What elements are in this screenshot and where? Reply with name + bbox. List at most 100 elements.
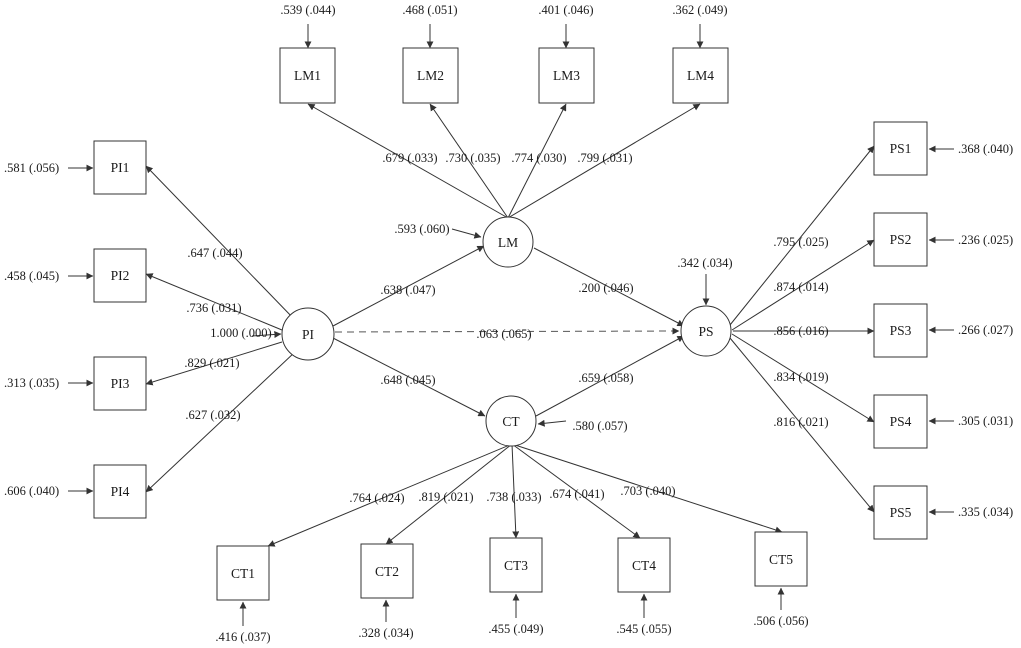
error-label-ct1: .416 (.037) bbox=[215, 630, 270, 644]
indicator-pi2-label: PI2 bbox=[111, 268, 130, 283]
path-pi-ct bbox=[332, 337, 486, 417]
indicator-ct1-label: CT1 bbox=[231, 566, 255, 581]
error-label-ct3: .455 (.049) bbox=[488, 622, 543, 636]
edge-ps-ps1 bbox=[729, 145, 875, 326]
edge-pi-pi2 bbox=[145, 273, 283, 331]
error-label-ps5: .335 (.034) bbox=[958, 505, 1013, 519]
indicator-lm1: LM1 bbox=[279, 47, 336, 104]
indicator-lm4-label: LM4 bbox=[687, 68, 714, 83]
indicator-lm2-label: LM2 bbox=[417, 68, 444, 83]
indicator-ct5-label: CT5 bbox=[769, 552, 793, 567]
disturbance-label-ct: .580 (.057) bbox=[572, 419, 627, 433]
loading-label-lm4: .799 (.031) bbox=[577, 151, 632, 165]
error-label-ps3: .266 (.027) bbox=[958, 323, 1013, 337]
path-pi-ps bbox=[334, 327, 680, 335]
error-label-ps1: .368 (.040) bbox=[958, 142, 1013, 156]
loading-label-lm3: .774 (.030) bbox=[511, 151, 566, 165]
error-labels: .539 (.044) .468 (.051) .401 (.046) .362… bbox=[4, 3, 1013, 644]
indicator-lm1-label: LM1 bbox=[294, 68, 321, 83]
latent-ct-label: CT bbox=[502, 414, 520, 429]
indicator-ps3: PS3 bbox=[873, 303, 928, 358]
edge-pi-pi3 bbox=[145, 341, 283, 386]
indicator-ct5: CT5 bbox=[754, 531, 808, 587]
path-lm-ps bbox=[533, 247, 685, 327]
loading-label-ct5: .703 (.040) bbox=[620, 484, 675, 498]
loading-label-pi4: .627 (.032) bbox=[185, 408, 240, 422]
indicator-ct1: CT1 bbox=[216, 545, 270, 601]
latent-ps: PS bbox=[680, 305, 732, 357]
indicator-ps3-label: PS3 bbox=[890, 323, 912, 338]
latent-nodes: PI LM PS CT bbox=[281, 216, 732, 447]
indicator-pi2: PI2 bbox=[93, 248, 147, 303]
edge-ps-ps4 bbox=[731, 333, 875, 423]
error-arrows bbox=[68, 24, 954, 626]
indicator-ps5-label: PS5 bbox=[890, 505, 912, 520]
indicator-lm2: LM2 bbox=[402, 47, 459, 104]
structural-edges bbox=[332, 245, 685, 417]
indicator-ps2: PS2 bbox=[873, 212, 928, 267]
error-label-pi3: .313 (.035) bbox=[4, 376, 59, 390]
latent-ps-label: PS bbox=[698, 324, 713, 339]
indicator-ps5: PS5 bbox=[873, 485, 928, 540]
error-label-ct5: .506 (.056) bbox=[753, 614, 808, 628]
disturbance-label-pi: 1.000 (.000) bbox=[210, 326, 271, 340]
loading-label-ps2: .874 (.014) bbox=[773, 280, 828, 294]
loading-label-pi2: .736 (.031) bbox=[186, 301, 241, 315]
disturbance-labels: 1.000 (.000) .593 (.060) .342 (.034) .58… bbox=[210, 222, 732, 433]
indicator-ps4: PS4 bbox=[873, 394, 928, 449]
error-label-ct2: .328 (.034) bbox=[358, 626, 413, 640]
error-label-pi4: .606 (.040) bbox=[4, 484, 59, 498]
latent-ct: CT bbox=[485, 395, 537, 447]
indicator-pi1-label: PI1 bbox=[111, 160, 130, 175]
indicator-pi3-label: PI3 bbox=[111, 376, 130, 391]
loading-label-ct4: .674 (.041) bbox=[549, 487, 604, 501]
error-label-pi2: .458 (.045) bbox=[4, 269, 59, 283]
loading-label-lm1: .679 (.033) bbox=[382, 151, 437, 165]
edge-ps-ps2 bbox=[731, 239, 875, 331]
loading-edges bbox=[145, 103, 875, 547]
indicator-lm3-label: LM3 bbox=[553, 68, 580, 83]
indicator-ps2-label: PS2 bbox=[890, 232, 912, 247]
disturbance-arrow-pi bbox=[251, 330, 282, 338]
error-label-ps2: .236 (.025) bbox=[958, 233, 1013, 247]
path-label-lm-ps: .200 (.046) bbox=[578, 281, 633, 295]
indicator-ps1-label: PS1 bbox=[890, 141, 912, 156]
error-label-pi1: .581 (.056) bbox=[4, 161, 59, 175]
error-label-lm2: .468 (.051) bbox=[402, 3, 457, 17]
edge-ct-ct5 bbox=[511, 443, 783, 534]
disturbance-label-lm: .593 (.060) bbox=[394, 222, 449, 236]
indicator-ct4-label: CT4 bbox=[632, 558, 656, 573]
path-ct-ps bbox=[535, 335, 685, 417]
edge-lm-lm4 bbox=[507, 103, 701, 219]
indicator-pi1: PI1 bbox=[93, 140, 147, 195]
latent-lm-label: LM bbox=[498, 235, 518, 250]
loading-labels: .679 (.033) .730 (.035) .774 (.030) .799… bbox=[184, 151, 828, 505]
edge-ct-ct4 bbox=[511, 443, 641, 539]
indicator-ct2-label: CT2 bbox=[375, 564, 399, 579]
indicator-lm3: LM3 bbox=[538, 47, 595, 104]
path-label-pi-ct: .648 (.045) bbox=[380, 373, 435, 387]
loading-label-ps5: .816 (.021) bbox=[773, 415, 828, 429]
edge-pi-pi1 bbox=[145, 165, 296, 321]
indicator-ps4-label: PS4 bbox=[890, 414, 912, 429]
path-labels: .638 (.047) .648 (.045) .063 (.065) .200… bbox=[380, 281, 633, 387]
indicator-ct3-label: CT3 bbox=[504, 558, 528, 573]
loading-label-ps4: .834 (.019) bbox=[773, 370, 828, 384]
indicator-pi3: PI3 bbox=[93, 356, 147, 411]
edge-ct-ct3 bbox=[511, 443, 520, 539]
loading-label-ct1: .764 (.024) bbox=[349, 491, 404, 505]
indicator-pi4-label: PI4 bbox=[111, 484, 130, 499]
loading-label-pi3: .829 (.021) bbox=[184, 356, 239, 370]
loading-label-lm2: .730 (.035) bbox=[445, 151, 500, 165]
error-label-ps4: .305 (.031) bbox=[958, 414, 1013, 428]
loading-label-ps1: .795 (.025) bbox=[773, 235, 828, 249]
loading-label-pi1: .647 (.044) bbox=[187, 246, 242, 260]
edge-ct-ct2 bbox=[385, 443, 513, 545]
error-label-ct4: .545 (.055) bbox=[616, 622, 671, 636]
loading-label-ct3: .738 (.033) bbox=[486, 490, 541, 504]
path-label-pi-ps: .063 (.065) bbox=[476, 327, 531, 341]
latent-pi: PI bbox=[281, 307, 335, 361]
indicator-ct2: CT2 bbox=[360, 543, 414, 599]
indicator-ct4: CT4 bbox=[617, 537, 671, 593]
